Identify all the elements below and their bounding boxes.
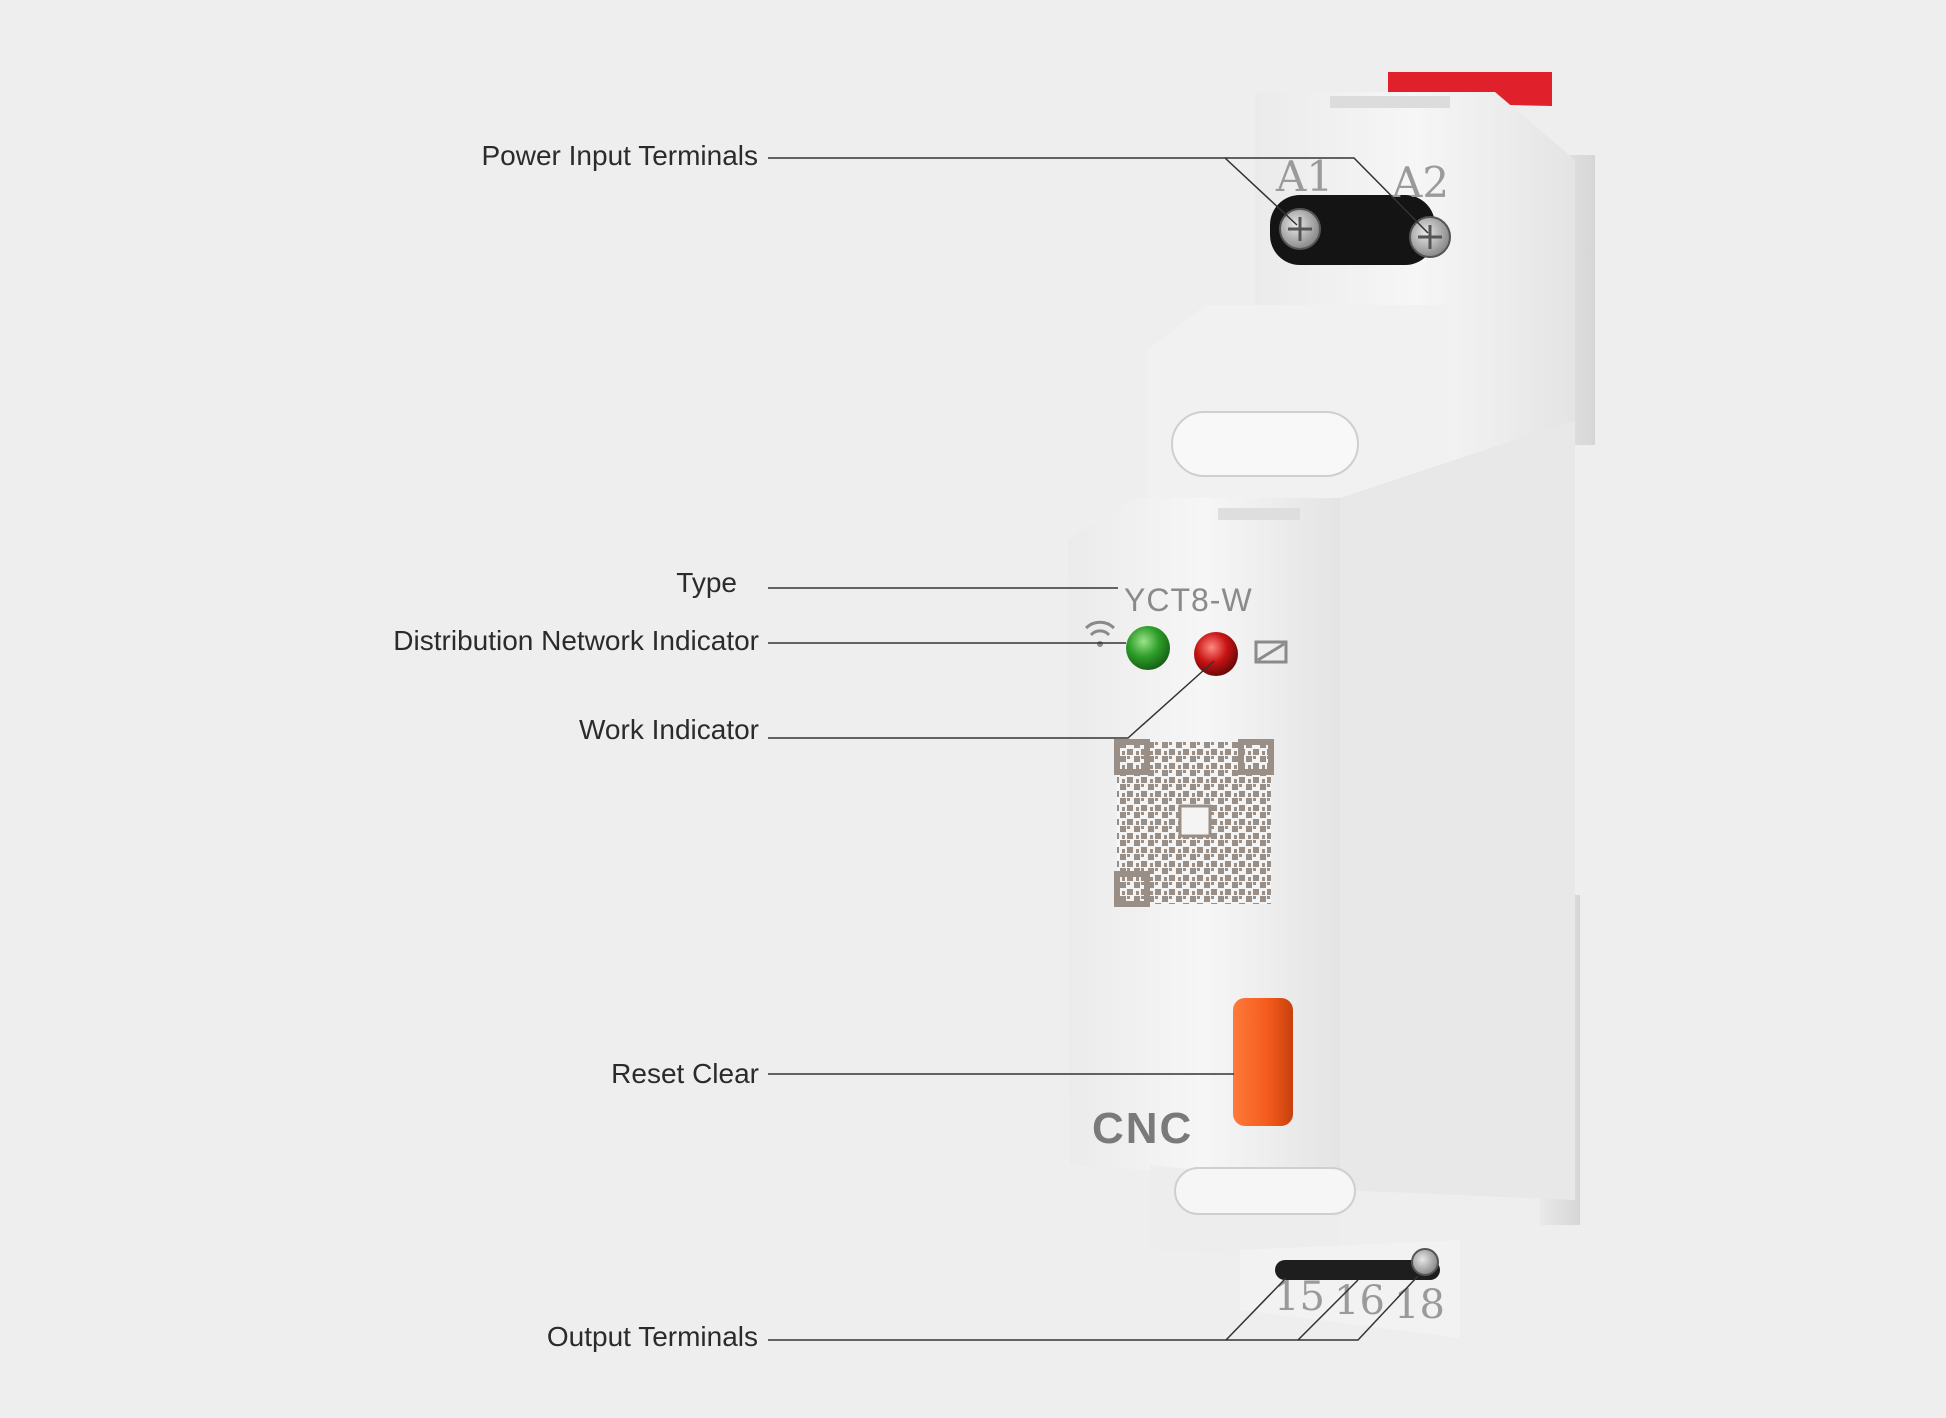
callout-reset: Reset Clear — [611, 1058, 759, 1089]
brand-logo: CNC — [1092, 1104, 1194, 1153]
leader-power-input — [768, 157, 1298, 226]
front-body-side — [1340, 420, 1575, 1200]
leader-output-16 — [1226, 1279, 1359, 1341]
leader-output-18 — [1298, 1275, 1419, 1341]
terminal-label-a1: A1 — [1276, 152, 1334, 201]
leader-output-15 — [768, 1277, 1287, 1341]
front-top-slot — [1218, 508, 1300, 520]
relay-coil-icon — [1254, 640, 1288, 664]
screw-bottom — [1411, 1248, 1439, 1276]
callout-power-input: Power Input Terminals — [481, 140, 759, 171]
terminal-label-16: 16 — [1334, 1278, 1385, 1324]
reset-button[interactable] — [1233, 998, 1293, 1126]
callout-work: Work Indicator — [579, 714, 759, 745]
callout-type: Type — [676, 567, 737, 598]
terminal-label-a2: A2 — [1392, 158, 1450, 207]
lower-block-window — [1174, 1167, 1356, 1215]
upper-block-slot — [1330, 96, 1450, 108]
qr-code — [1114, 739, 1274, 907]
model-label: YCT8-W — [1124, 582, 1253, 618]
middle-step-window — [1171, 411, 1359, 477]
callout-output: Output Terminals — [546, 1321, 758, 1352]
callout-distribution-network: Distribution Network Indicator — [393, 625, 759, 656]
network-led — [1126, 626, 1170, 670]
terminal-recess-bottom — [1275, 1260, 1440, 1280]
work-led — [1194, 632, 1238, 676]
leader-power-input-a2 — [1225, 157, 1429, 234]
terminal-label-18: 18 — [1394, 1282, 1445, 1328]
leader-work — [768, 660, 1215, 739]
